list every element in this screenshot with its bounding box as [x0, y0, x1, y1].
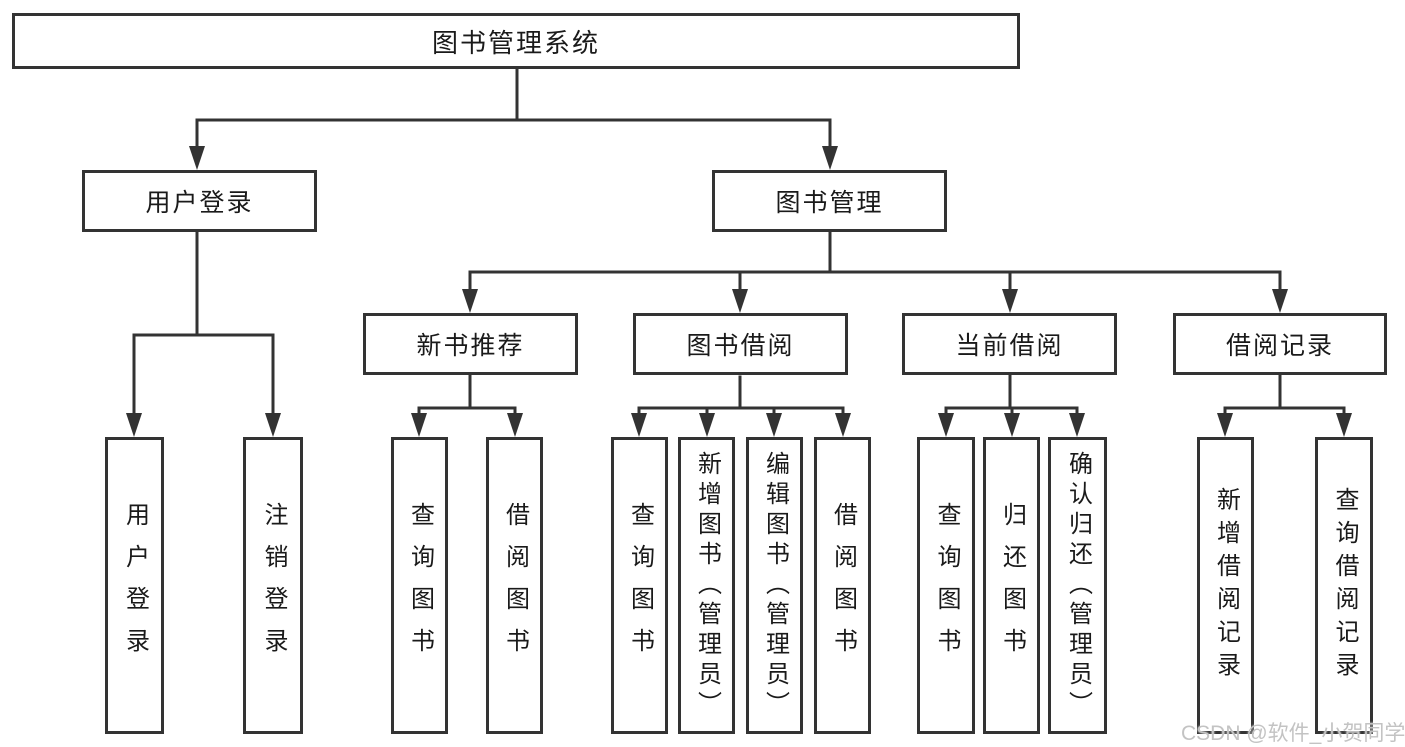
leaf-borrow-books-recommend: 借阅图书 — [486, 437, 543, 734]
leaf-query-books-borrowing: 查询图书 — [611, 437, 668, 734]
leaf-query-books-borrowing-label: 查询图书 — [626, 501, 654, 670]
leaf-query-borrow-record: 查询借阅记录 — [1315, 437, 1373, 734]
leaf-return-books-label: 归还图书 — [998, 501, 1026, 670]
leaf-user-login-label: 用户登录 — [121, 501, 149, 670]
leaf-add-books-admin-label: 新增图书（管理员） — [693, 450, 721, 721]
leaf-edit-books-admin-label: 编辑图书（管理员） — [761, 450, 789, 721]
leaf-add-borrow-record: 新增借阅记录 — [1197, 437, 1254, 734]
leaf-confirm-return-admin: 确认归还（管理员） — [1048, 437, 1107, 734]
node-new-book-recommendation: 新书推荐 — [363, 313, 578, 375]
leaf-query-books-current-label: 查询图书 — [933, 501, 960, 670]
node-user-login: 用户登录 — [82, 170, 317, 232]
arrowheads — [126, 146, 1352, 437]
leaf-borrow-books-borrowing-label: 借阅图书 — [829, 501, 857, 670]
leaf-return-books: 归还图书 — [983, 437, 1040, 734]
leaf-borrow-books-borrowing: 借阅图书 — [814, 437, 871, 734]
leaf-query-books-recommend-label: 查询图书 — [406, 501, 434, 670]
leaf-query-books-recommend: 查询图书 — [391, 437, 448, 734]
node-book-borrowing: 图书借阅 — [633, 313, 848, 375]
node-root: 图书管理系统 — [12, 13, 1020, 69]
leaf-confirm-return-admin-label: 确认归还（管理员） — [1064, 450, 1092, 721]
leaf-user-login: 用户登录 — [105, 437, 164, 734]
node-borrowing-records: 借阅记录 — [1173, 313, 1387, 375]
leaf-edit-books-admin: 编辑图书（管理员） — [746, 437, 803, 734]
leaf-add-borrow-record-label: 新增借阅记录 — [1212, 486, 1240, 685]
leaf-query-books-current: 查询图书 — [917, 437, 975, 734]
leaf-add-books-admin: 新增图书（管理员） — [678, 437, 735, 734]
leaf-query-borrow-record-label: 查询借阅记录 — [1331, 486, 1358, 685]
leaf-logout: 注销登录 — [243, 437, 303, 734]
node-current-borrowing: 当前借阅 — [902, 313, 1117, 375]
node-book-management: 图书管理 — [712, 170, 947, 232]
leaf-logout-label: 注销登录 — [260, 501, 287, 670]
leaf-borrow-books-recommend-label: 借阅图书 — [501, 501, 529, 670]
csdn-watermark: CSDN @软件_小贺同学 — [1181, 722, 1405, 745]
